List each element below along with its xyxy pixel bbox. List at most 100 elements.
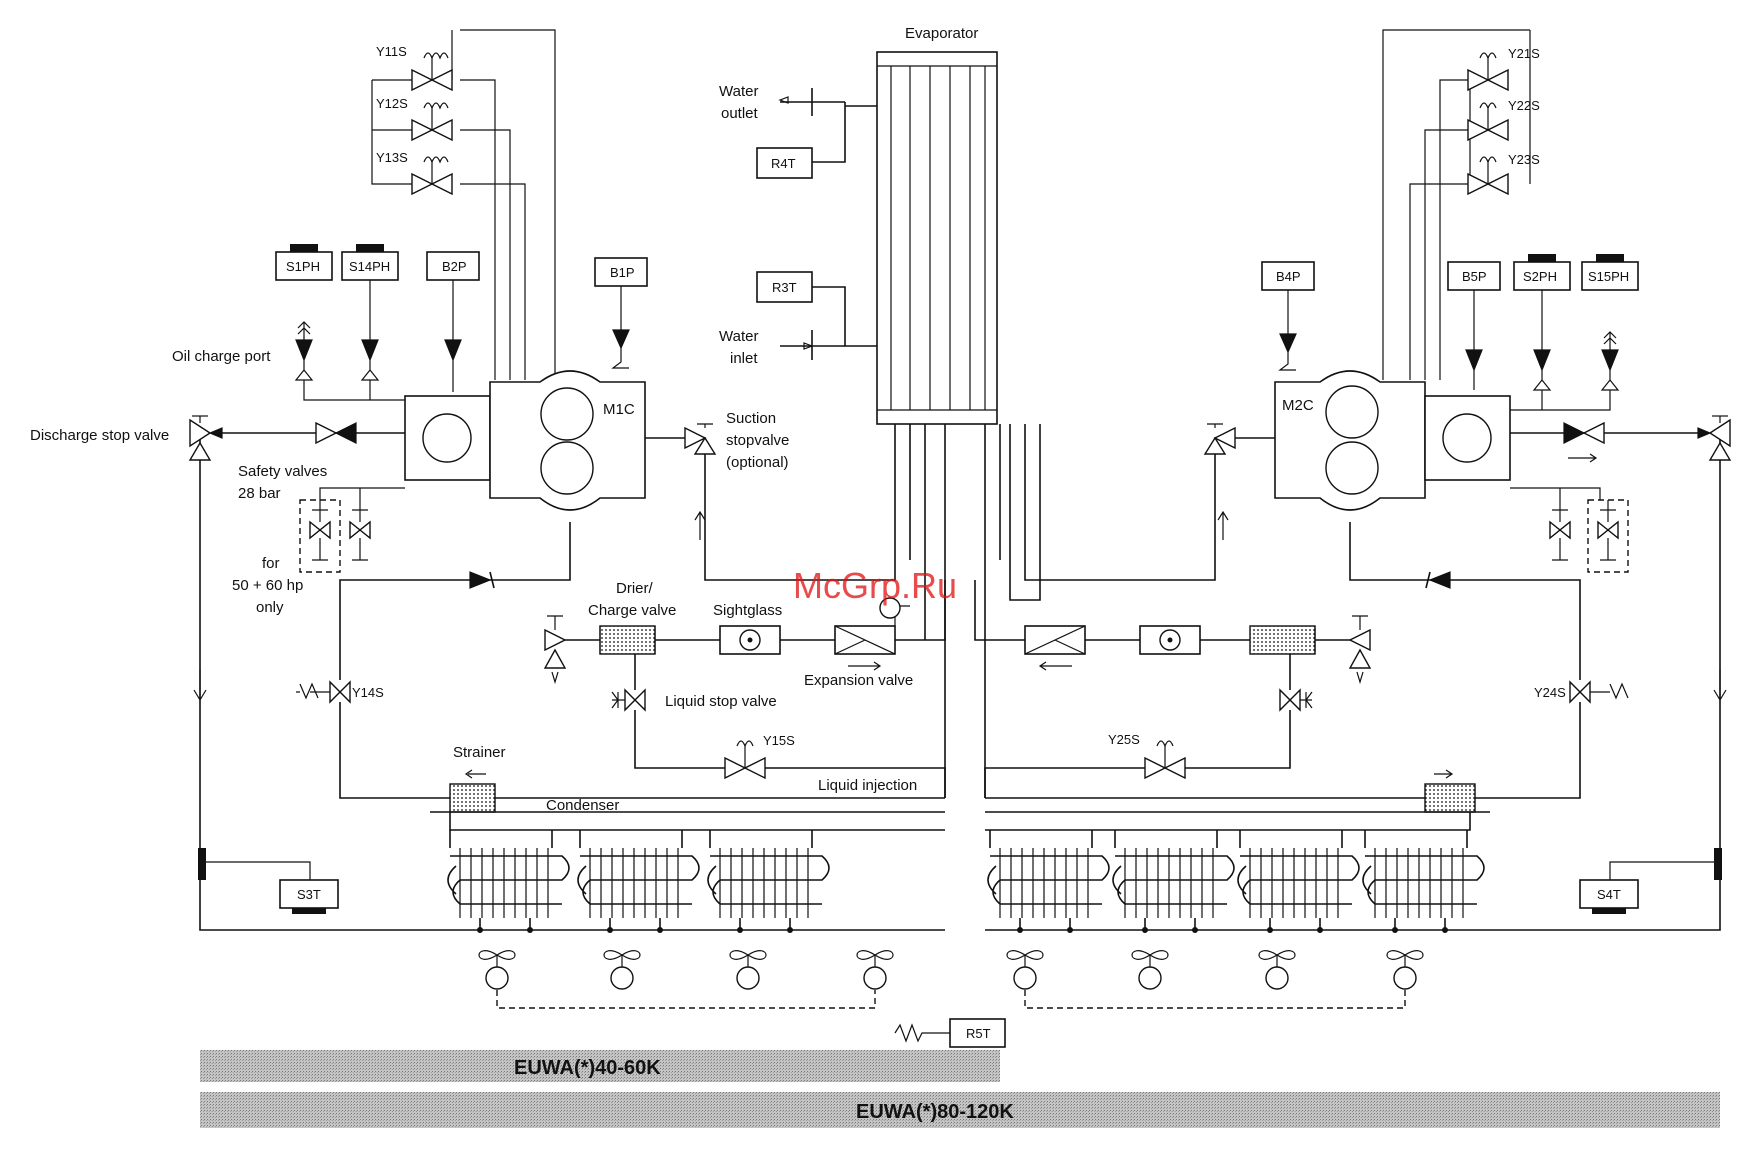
left-safety-valves: Safety valves 28 bar for 50 + 60 hp only [232, 463, 405, 616]
svg-text:M2C: M2C [1282, 397, 1314, 414]
s4t-sensor: S4T [1579, 861, 1714, 914]
right-sightglass [1139, 625, 1201, 655]
b2p-transducer: B2P [426, 251, 480, 281]
left-unloader-valves: Y11S Y12S Y13S [371, 29, 556, 380]
svg-text:S3T: S3T [297, 887, 321, 902]
svg-text:Water: Water [719, 83, 758, 100]
svg-text:R3T: R3T [772, 280, 797, 295]
left-pressure-devices: S1PH S14PH B2P B1P Oil charge port [172, 244, 648, 401]
svg-text:R5T: R5T [966, 1026, 991, 1041]
svg-text:Strainer: Strainer [453, 744, 506, 761]
b5p-transducer: B5P [1447, 261, 1501, 291]
y22s-valve: Y22S [1467, 98, 1540, 142]
svg-text:Y13S: Y13S [376, 150, 408, 165]
right-safety-valves [1510, 487, 1629, 573]
s15ph-switch: S15PH [1581, 254, 1639, 291]
s1ph-switch: S1PH [275, 244, 333, 281]
left-strainer: Strainer [449, 744, 506, 813]
right-condenser [985, 811, 1490, 933]
svg-text:Condenser: Condenser [546, 797, 619, 814]
right-fan-4 [1386, 950, 1424, 990]
s2ph-switch: S2PH [1513, 254, 1571, 291]
y25s-valve: Y25S [1108, 732, 1186, 780]
right-condenser-coil-1 [987, 830, 1110, 933]
svg-text:R4T: R4T [771, 156, 796, 171]
liquid-stop-valve: Liquid stop valve [611, 654, 777, 712]
r4t-sensor [756, 147, 813, 179]
left-injection-return [339, 522, 571, 680]
svg-text:B2P: B2P [442, 259, 467, 274]
left-fan-4 [856, 950, 894, 990]
left-strainer-line [339, 702, 945, 799]
s14ph-switch: S14PH [341, 244, 399, 281]
right-condenser-coil-4 [1362, 830, 1485, 933]
s3t-sensor: S3T [206, 861, 339, 914]
model-bar-small: EUWA(*)40-60K [200, 1050, 1000, 1082]
left-fan-2 [603, 950, 641, 990]
svg-text:Liquid injection: Liquid injection [818, 777, 917, 794]
left-expansion-valve: Expansion valve [804, 597, 913, 689]
y13s-valve: Y13S [376, 150, 453, 196]
svg-text:Liquid stop valve: Liquid stop valve [665, 693, 777, 710]
svg-text:Y23S: Y23S [1508, 152, 1540, 167]
r5t-sensor: R5T [894, 1018, 1006, 1048]
right-condenser-coil-2 [1112, 830, 1235, 933]
right-strainer-line [985, 702, 1581, 799]
r3t-sensor [756, 271, 813, 303]
right-strainer [1424, 769, 1476, 813]
y23s-valve: Y23S [1467, 152, 1540, 196]
svg-text:Suction: Suction [726, 410, 776, 427]
y21s-valve: Y21S [1467, 46, 1540, 92]
svg-text:B1P: B1P [610, 265, 635, 280]
svg-text:S15PH: S15PH [1588, 269, 1629, 284]
left-liquid-line: Drier/ Charge valve Sightglass Expansion… [543, 580, 946, 798]
svg-text:outlet: outlet [721, 105, 759, 122]
svg-text:EUWA(*)80-120K: EUWA(*)80-120K [856, 1101, 1014, 1123]
svg-text:28 bar: 28 bar [238, 485, 281, 502]
svg-text:S14PH: S14PH [349, 259, 390, 274]
evaporator-feed-lines [909, 424, 1001, 798]
left-fan-1 [478, 950, 516, 990]
y15s-valve: Y15S Liquid injection [724, 733, 917, 794]
svg-text:M1C: M1C [603, 401, 635, 418]
svg-text:Y15S: Y15S [763, 733, 795, 748]
right-discharge-line [985, 415, 1732, 931]
m1c-compressor: M1C [404, 370, 646, 511]
left-fan-links [496, 990, 876, 1009]
svg-text:Y22S: Y22S [1508, 98, 1540, 113]
right-expansion-valve [1024, 625, 1086, 671]
svg-text:Y25S: Y25S [1108, 732, 1140, 747]
y14s-valve: Y14S [296, 680, 384, 704]
right-suction-line [1009, 423, 1275, 601]
svg-text:for: for [262, 555, 280, 572]
svg-text:Drier/: Drier/ [616, 580, 653, 597]
left-discharge-line: Discharge stop valve [30, 415, 945, 931]
svg-text:Y12S: Y12S [376, 96, 408, 111]
svg-text:50 + 60 hp: 50 + 60 hp [232, 577, 303, 594]
right-fan-1 [1006, 950, 1044, 990]
right-fan-links [1024, 990, 1406, 1009]
water-connections: R4T Water outlet R3T Water inlet [719, 83, 877, 367]
b4p-transducer: B4P [1261, 261, 1315, 291]
svg-text:Charge valve: Charge valve [588, 602, 676, 619]
right-liquid-stop-valve [1279, 654, 1313, 712]
svg-text:S1PH: S1PH [286, 259, 320, 274]
svg-text:Y11S: Y11S [376, 44, 407, 59]
svg-text:Y24S: Y24S [1534, 685, 1566, 700]
watermark: McGrp.Ru [793, 565, 957, 606]
left-condenser-coil-2 [577, 830, 700, 933]
svg-text:S4T: S4T [1597, 887, 1621, 902]
b1p-transducer: B1P [594, 257, 648, 287]
y24s-valve: Y24S [1534, 680, 1629, 704]
right-fan-2 [1131, 950, 1169, 990]
svg-text:Safety valves: Safety valves [238, 463, 327, 480]
svg-text:S2PH: S2PH [1523, 269, 1557, 284]
y12s-valve: Y12S [376, 96, 453, 142]
evaporator-label: Evaporator [905, 25, 978, 42]
oil-charge-port-label: Oil charge port [172, 348, 271, 365]
right-pressure-devices: B4P B5P S2PH S15PH [1261, 254, 1639, 411]
svg-text:stopvalve: stopvalve [726, 432, 789, 449]
left-sightglass: Sightglass [713, 602, 782, 655]
left-condenser-coil-3 [707, 830, 830, 933]
svg-text:EUWA(*)40-60K: EUWA(*)40-60K [514, 1057, 661, 1079]
